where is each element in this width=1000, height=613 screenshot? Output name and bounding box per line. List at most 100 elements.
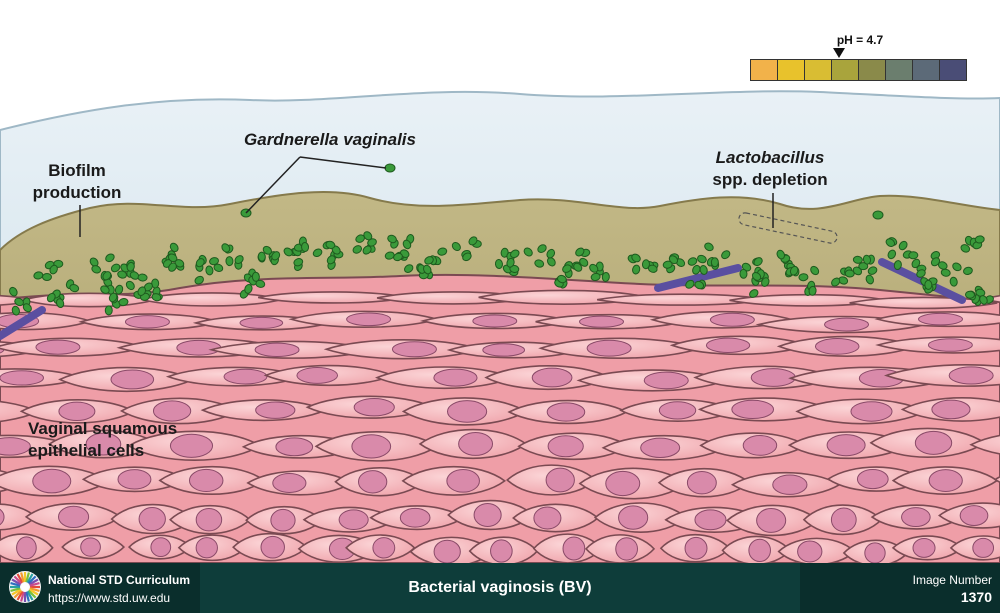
gardnerella-cell [126,261,135,272]
cell-nucleus [824,317,870,332]
cell-nucleus [864,542,886,563]
cell-nucleus [458,431,494,456]
gardnerella-cell [387,234,397,244]
gardnerella-cell [41,272,52,281]
cell-nucleus [684,536,708,560]
gardnerella-cell [262,245,272,255]
gardnerella-cell [908,251,919,260]
gardnerella-cell [858,262,869,271]
image-number-block: Image Number 1370 [800,563,1000,613]
cell-nucleus [169,433,214,458]
gardnerella-cell [362,245,372,255]
cell-nucleus [917,312,963,326]
cell-nucleus [255,401,296,419]
cell-nucleus [901,507,931,528]
logo-ray [26,590,34,601]
logo-ray [28,578,39,586]
gardnerella-cell [424,256,434,265]
gardnerella-cell [55,298,65,309]
cell-nucleus [928,469,963,492]
cell-nucleus [399,507,431,528]
gardnerella-cell [699,265,708,275]
cell-nucleus [686,470,717,495]
gardnerella-cell [325,240,336,249]
label-epithelial-line-1: Vaginal squamous [28,419,178,438]
label-biofilm: Biofilm production [12,160,142,204]
image-number-value: 1370 [960,589,992,605]
gardnerella-cell [798,273,809,282]
gardnerella-cell [402,239,412,250]
cell-nucleus [640,437,681,458]
cell-nucleus [490,539,513,563]
gardnerella-cell [221,243,231,253]
gardnerella-cell [753,257,763,267]
gardnerella-cell [225,256,234,267]
cell-nucleus [0,508,5,526]
gardnerella-cell [46,292,56,303]
cell-nucleus [239,316,284,329]
cell-nucleus [351,434,392,459]
gardnerella-cell [710,257,719,268]
gardnerella-cell [293,258,304,267]
lactobacillus-depletion-outline [738,212,838,244]
cell-nucleus [57,505,90,529]
org-url-link[interactable]: https://www.std.uw.edu [48,591,171,605]
logo-ray [26,573,34,584]
gardnerella-cell [22,303,32,313]
gardnerella-cell [251,271,260,282]
logo-ray [13,575,23,585]
gardnerella-cell [960,244,971,253]
cell-nucleus [748,538,771,563]
gardnerella-cell [509,264,520,273]
epithelial-cell [969,434,1000,455]
logo-ray [29,587,40,592]
gardnerella-cell [14,297,24,307]
cell-nucleus [586,339,632,357]
ph-swatch [805,60,832,80]
gardnerella-cell [940,268,951,277]
label-epithelial: Vaginal squamous epithelial cells [28,418,208,462]
label-biofilm-line-1: Biofilm [48,161,106,180]
cell-nucleus [296,367,339,384]
gardnerella-cell [108,292,118,303]
logo-ray [27,589,37,599]
gardnerella-cell [301,242,310,253]
gardnerella-cell [924,279,933,290]
cell-nucleus [433,539,461,563]
cell-nucleus [579,315,625,328]
cell-nucleus [32,468,72,494]
cell-nucleus [446,468,480,493]
gardnerella-cell [952,262,962,272]
cell-nucleus [433,368,478,387]
ph-swatch [886,60,913,80]
cell-nucleus [176,339,222,356]
cell-nucleus [150,537,172,557]
gardnerella-cell-free [384,163,396,173]
logo-ray [16,590,24,601]
gardnerella-cell [579,257,589,267]
cell-nucleus [0,370,44,386]
gardnerella-cell [355,234,365,243]
gardnerella-cell [865,274,875,285]
cell-nucleus [814,338,860,355]
gardnerella-cell [546,248,556,259]
cell-nucleus [446,400,488,423]
epithelial-cell [141,292,283,307]
gardnerella-cell [125,280,135,291]
gardnerella-cell [589,263,599,273]
logo-ray [16,573,24,584]
cell-nucleus [346,312,392,327]
cell-nucleus [533,506,562,530]
cell-nucleus [658,401,697,420]
gardnerella-cell [363,231,373,241]
gardnerella-cell [506,257,515,268]
gardnerella-cell [979,295,988,305]
cell-nucleus [914,430,953,455]
gardnerella-cell [352,245,362,254]
gardnerella-cell [641,259,650,270]
gardnerella-cell [104,305,113,316]
gardnerella-cell [739,268,748,279]
logo-ray [25,572,30,583]
gardnerella-cell [257,251,266,262]
